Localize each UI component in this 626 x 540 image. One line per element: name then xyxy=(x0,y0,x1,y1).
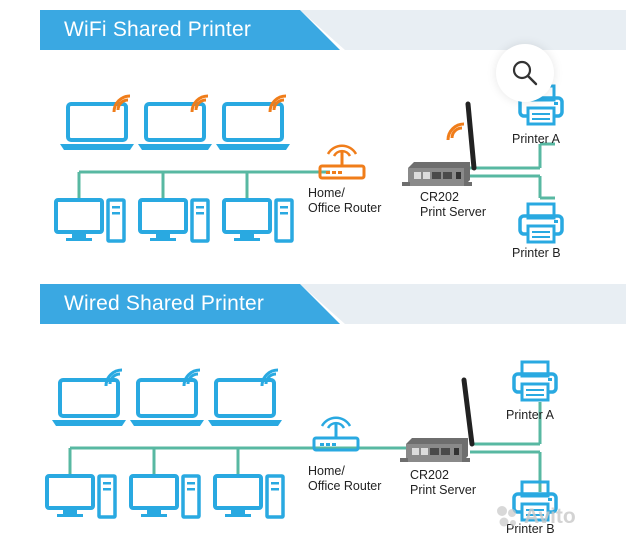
router-icon xyxy=(312,416,360,452)
print-server-label: CR202 Print Server xyxy=(420,190,486,220)
desktop-icon xyxy=(138,198,210,243)
router-label-line2: Office Router xyxy=(308,479,382,493)
print-server-label: CR202 Print Server xyxy=(410,468,476,498)
laptop-icon xyxy=(214,102,292,152)
desktop-icon xyxy=(129,474,201,519)
printer-b-label: Printer B xyxy=(512,246,561,260)
search-icon xyxy=(512,60,538,86)
laptop-icon xyxy=(58,102,136,152)
desktop-icon xyxy=(222,198,294,243)
network-lines xyxy=(77,142,555,200)
printer-a-label: Printer A xyxy=(506,408,554,422)
wifi-network-diagram xyxy=(54,84,564,244)
router-label-line1: Home/ xyxy=(308,464,345,478)
printer-a-label: Printer A xyxy=(512,132,560,146)
print-server-label-line1: CR202 xyxy=(410,468,449,482)
router-label-line2: Office Router xyxy=(308,201,382,215)
wifi-signal-icon xyxy=(446,122,466,142)
print-server-icon xyxy=(402,101,477,186)
print-server-icon xyxy=(400,377,475,462)
desktop-icon xyxy=(45,474,117,519)
network-lines xyxy=(68,402,542,492)
router-label: Home/ Office Router xyxy=(308,464,381,494)
desktop-icon xyxy=(54,198,126,243)
laptop-icon xyxy=(206,378,284,428)
watermark-logo-icon xyxy=(497,506,516,527)
router-icon xyxy=(318,144,366,180)
router-label: Home/ Office Router xyxy=(308,186,381,216)
search-button[interactable] xyxy=(496,44,554,102)
print-server-label-line1: CR202 xyxy=(420,190,459,204)
printer-icon xyxy=(512,360,558,402)
laptop-icon xyxy=(50,378,128,428)
desktop-icon xyxy=(213,474,285,519)
wired-network-diagram xyxy=(45,360,558,522)
watermark-text: Avito xyxy=(524,505,576,528)
print-server-label-line2: Print Server xyxy=(410,483,476,497)
router-label-line1: Home/ xyxy=(308,186,345,200)
print-server-label-line2: Print Server xyxy=(420,205,486,219)
laptop-icon xyxy=(128,378,206,428)
section-banner-wired: Wired Shared Printer xyxy=(0,284,626,330)
section-title: Wired Shared Printer xyxy=(64,292,265,315)
printer-b-label: Printer B xyxy=(506,522,555,536)
section-banner-wifi: WiFi Shared Printer xyxy=(0,10,626,56)
printer-icon xyxy=(518,202,564,244)
section-title: WiFi Shared Printer xyxy=(64,18,252,41)
laptop-icon xyxy=(136,102,214,152)
